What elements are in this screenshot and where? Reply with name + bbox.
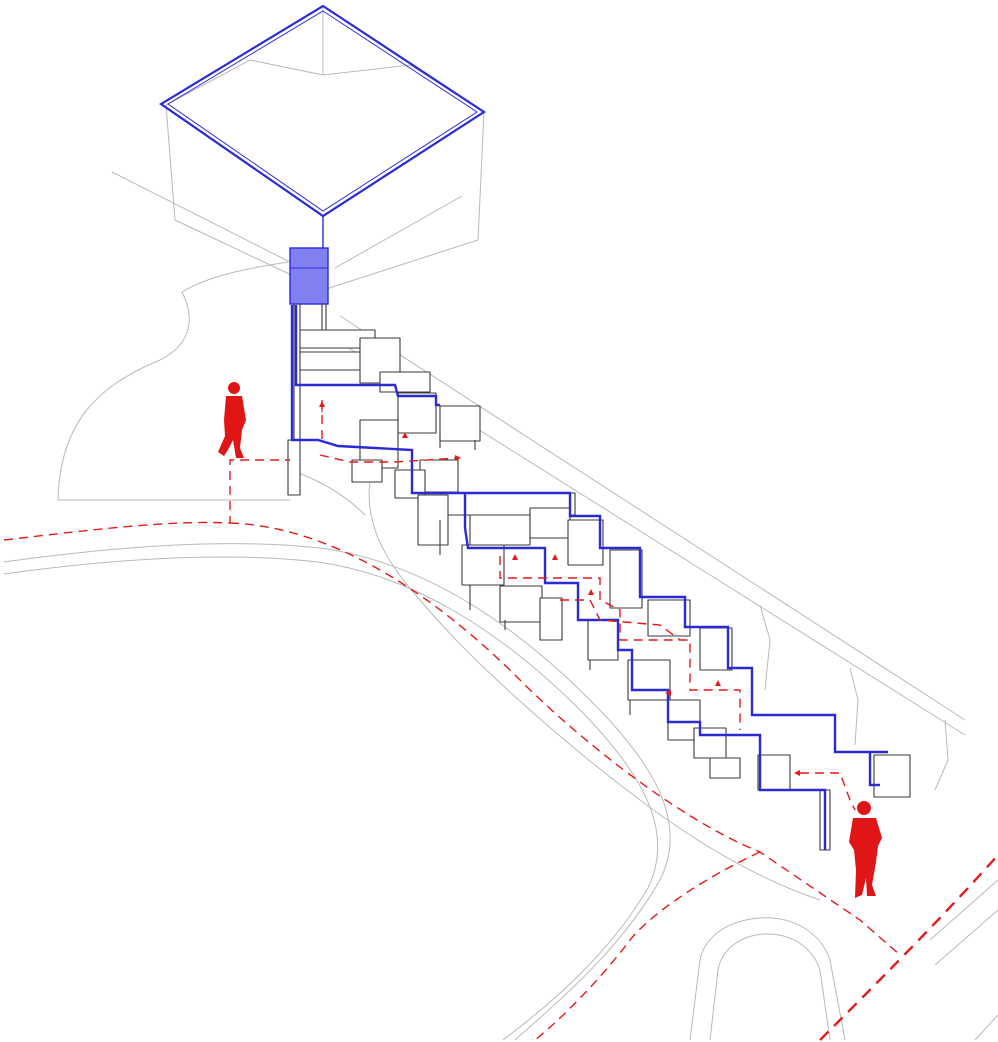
water-tank — [287, 247, 329, 496]
person-figure-upper — [218, 382, 246, 458]
stepped-housing-units — [299, 329, 911, 851]
roof-catchment — [158, 4, 487, 250]
water-distribution-pipe — [290, 305, 888, 850]
person-figure-lower — [849, 801, 882, 898]
pedestrian-circulation-path — [3, 400, 998, 1041]
